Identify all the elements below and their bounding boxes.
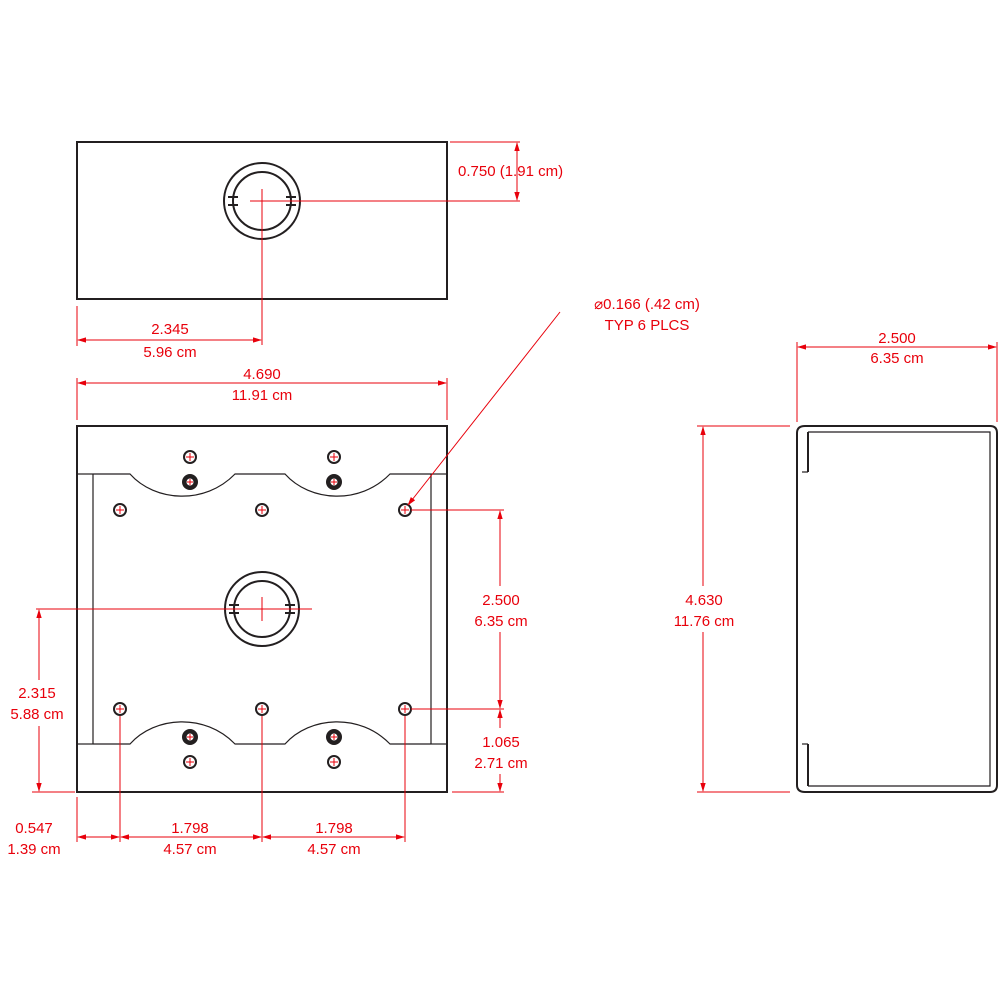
knockout-offset-cm: 5.96 cm	[143, 344, 196, 361]
overall-width-inch: 4.690	[243, 366, 281, 383]
stud-boss	[182, 474, 198, 490]
overall-width-cm: 11.91 cm	[232, 387, 293, 404]
stud-boss	[326, 729, 342, 745]
top-scallop-edge	[93, 473, 431, 497]
front-view	[36, 425, 448, 793]
dim-center-knockout-height: 2.315 5.88 cm	[4, 609, 75, 793]
stud-hole	[327, 450, 341, 464]
left-offset-inch: 0.547	[15, 820, 53, 837]
center-knockout-inch: 2.315	[18, 685, 56, 702]
hole-diameter-label: ⌀0.166 (.42 cm)	[594, 296, 700, 313]
dim-hole-spec: ⌀0.166 (.42 cm) TYP 6 PLCS	[407, 296, 700, 506]
top-view	[76, 141, 520, 345]
dim-bottom-hole-height: 1.065 2.71 cm	[452, 709, 532, 793]
mounting-hole	[255, 503, 269, 517]
dim-overall-height: 4.630 11.76 cm	[664, 425, 790, 793]
mounting-hole	[113, 702, 127, 716]
stud-hole	[183, 755, 197, 769]
dim-hole-vertical-spacing: 2.500 6.35 cm	[411, 509, 532, 710]
mounting-hole	[255, 702, 269, 716]
bottom-hole-cm: 2.71 cm	[474, 755, 527, 772]
side-view	[796, 425, 998, 793]
hole-spacing-v-cm: 6.35 cm	[474, 613, 527, 630]
stud-hole	[183, 450, 197, 464]
dim-bottom-spacing: 0.547 1.39 cm 1.798 4.57 cm 1.798 4.57 c…	[7, 716, 406, 858]
spacing-2-cm: 4.57 cm	[307, 841, 360, 858]
hole-count-label: TYP 6 PLCS	[605, 317, 690, 334]
depth-inch: 2.500	[878, 330, 916, 347]
depth-cm: 6.35 cm	[870, 350, 923, 367]
knockout-offset-inch: 2.345	[151, 321, 189, 338]
spacing-1-cm: 4.57 cm	[163, 841, 216, 858]
mounting-hole	[398, 702, 412, 716]
hole-spacing-v-inch: 2.500	[482, 592, 520, 609]
stud-boss	[326, 474, 342, 490]
dim-knockout-offset: 2.345 5.96 cm	[76, 306, 262, 361]
spacing-2-inch: 1.798	[315, 820, 353, 837]
bottom-hole-inch: 1.065	[482, 734, 520, 751]
side-view-outline	[796, 425, 998, 793]
mounting-hole	[113, 503, 127, 517]
device-studs	[182, 450, 342, 769]
overall-height-inch: 4.630	[685, 592, 723, 609]
center-knockout-cm: 5.88 cm	[10, 706, 63, 723]
stud-hole	[327, 755, 341, 769]
mounting-holes	[113, 503, 412, 716]
knockout-height-label: 0.750 (1.91 cm)	[458, 163, 563, 180]
stud-boss	[182, 729, 198, 745]
dim-depth: 2.500 6.35 cm	[796, 330, 998, 422]
dim-overall-width: 4.690 11.91 cm	[76, 366, 448, 420]
mounting-hole	[398, 503, 412, 517]
dim-knockout-height: 0.750 (1.91 cm)	[450, 141, 563, 201]
overall-height-cm: 11.76 cm	[674, 613, 735, 630]
spacing-1-inch: 1.798	[171, 820, 209, 837]
bottom-scallop-edge	[93, 721, 431, 745]
left-offset-cm: 1.39 cm	[7, 841, 60, 858]
